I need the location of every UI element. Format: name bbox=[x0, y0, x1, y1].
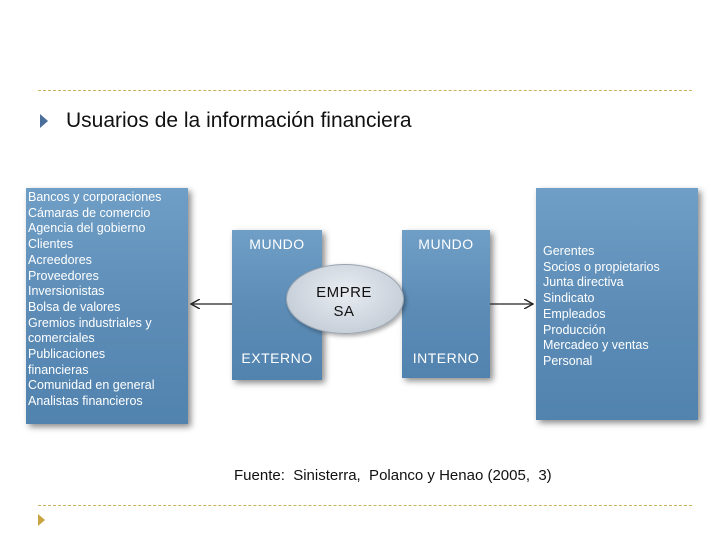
title-row: Usuarios de la información financiera bbox=[40, 106, 412, 136]
list-item: Gremios industriales y bbox=[28, 315, 152, 330]
list-item: Agencia del gobierno bbox=[28, 221, 146, 236]
list-item: Clientes bbox=[28, 237, 74, 252]
list-item: comerciales bbox=[28, 331, 95, 346]
list-item: Cámaras de comercio bbox=[28, 205, 151, 220]
list-item: Bancos y corporaciones bbox=[28, 190, 162, 204]
company-ellipse bbox=[286, 264, 404, 334]
internal-world-top-label: MUNDO bbox=[418, 236, 474, 252]
list-item: Producción bbox=[543, 322, 606, 337]
list-item: Inversionistas bbox=[28, 284, 105, 299]
list-item: Junta directiva bbox=[543, 275, 624, 290]
list-item: Analistas financieros bbox=[28, 394, 143, 409]
list-item: Personal bbox=[543, 353, 593, 368]
list-item: Proveedores bbox=[28, 268, 99, 283]
list-item: Comunidad en general bbox=[28, 378, 155, 393]
list-item: Bolsa de valores bbox=[28, 299, 121, 314]
slide-title: Usuarios de la información financiera bbox=[66, 109, 412, 132]
source-citation: Fuente: Sinisterra, Polanco y Henao (200… bbox=[234, 467, 552, 484]
internal-world-bottom-label: INTERNO bbox=[412, 350, 480, 366]
list-item: Publicaciones bbox=[28, 347, 106, 362]
top-divider bbox=[38, 90, 692, 91]
bottom-bullet-arrow-icon bbox=[38, 514, 45, 526]
company-label: EMPRESA bbox=[316, 284, 372, 320]
internal-world-box: MUNDO INTERNO bbox=[402, 230, 490, 378]
list-item: Acreedores bbox=[28, 252, 92, 267]
list-item: Socios o propietarios bbox=[543, 259, 660, 274]
list-item: financieras bbox=[28, 362, 89, 377]
bullet-arrow-icon bbox=[40, 114, 48, 128]
list-item: Sindicato bbox=[543, 291, 595, 306]
bottom-divider bbox=[38, 505, 692, 506]
list-item: Empleados bbox=[543, 306, 606, 321]
external-world-bottom-label: EXTERNO bbox=[241, 350, 313, 366]
list-item: Mercadeo y ventas bbox=[543, 338, 649, 353]
external-world-top-label: MUNDO bbox=[249, 236, 305, 252]
list-item: Gerentes bbox=[543, 244, 595, 258]
